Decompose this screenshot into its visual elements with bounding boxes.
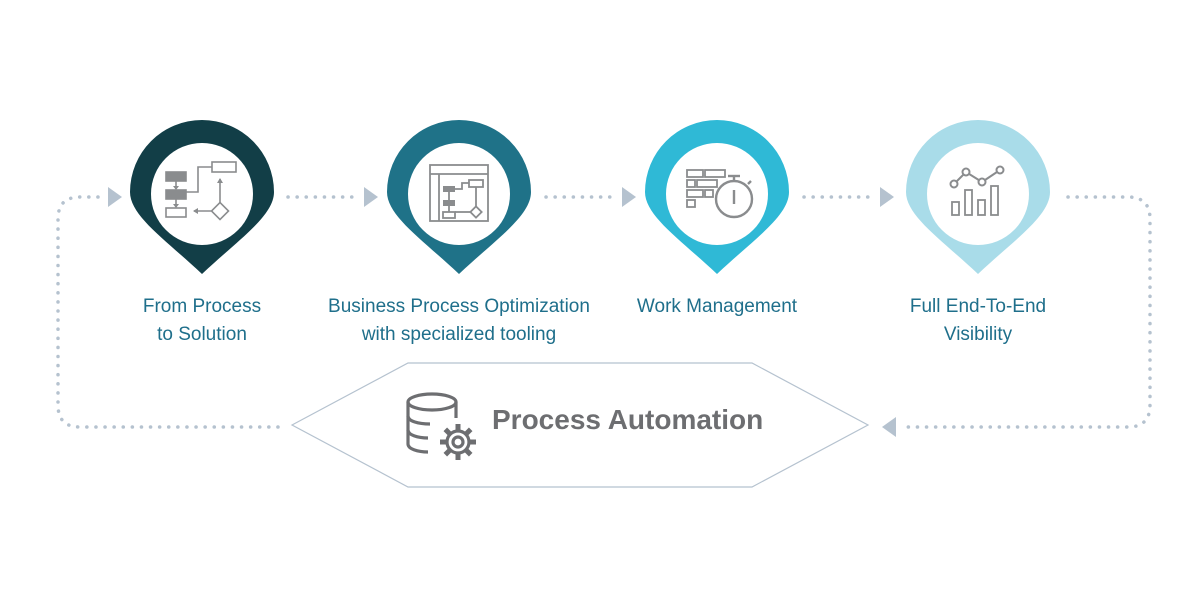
step-4-label: Full End-To-End Visibility: [828, 293, 1128, 349]
step-2-pin: [387, 120, 531, 274]
flowchart-icon: [165, 161, 237, 221]
arrowhead-into-step-1: [108, 187, 122, 207]
bar-line-chart-icon: [949, 165, 1005, 216]
step-1-pin: [130, 120, 274, 274]
step-1-label: From Process to Solution: [52, 293, 352, 349]
loop-right-connector: [906, 195, 1152, 429]
arrowhead-into-step-4: [880, 187, 894, 207]
step-4-label-line-2: Visibility: [943, 324, 1013, 345]
arrowhead-into-hub: [882, 417, 896, 437]
hub-title: Process Automation: [492, 404, 764, 435]
step-3-label-line-1: Work Management: [636, 296, 798, 317]
process-window-icon: [429, 164, 489, 222]
step-1-label-line-2: to Solution: [157, 324, 247, 345]
connectors: [56, 195, 1152, 429]
step-1-label-line-1: From Process: [142, 296, 262, 317]
step-4-pin: [906, 120, 1050, 274]
step-2-label-line-1: Business Process Optimization: [328, 296, 590, 317]
step-3-label: Work Management: [567, 293, 867, 321]
arrowhead-into-step-3: [622, 187, 636, 207]
step-2-label: Business Process Optimization with speci…: [309, 293, 609, 349]
step-3-pin: [645, 120, 789, 274]
database-gear-icon: [406, 392, 476, 460]
loop-left-connector: [56, 195, 280, 429]
arrowheads: [108, 187, 896, 437]
step-4-label-line-1: Full End-To-End: [909, 296, 1047, 317]
arrowhead-into-step-2: [364, 187, 378, 207]
step-2-label-line-2: with specialized tooling: [361, 324, 557, 345]
calendar-stopwatch-icon: [686, 169, 754, 219]
